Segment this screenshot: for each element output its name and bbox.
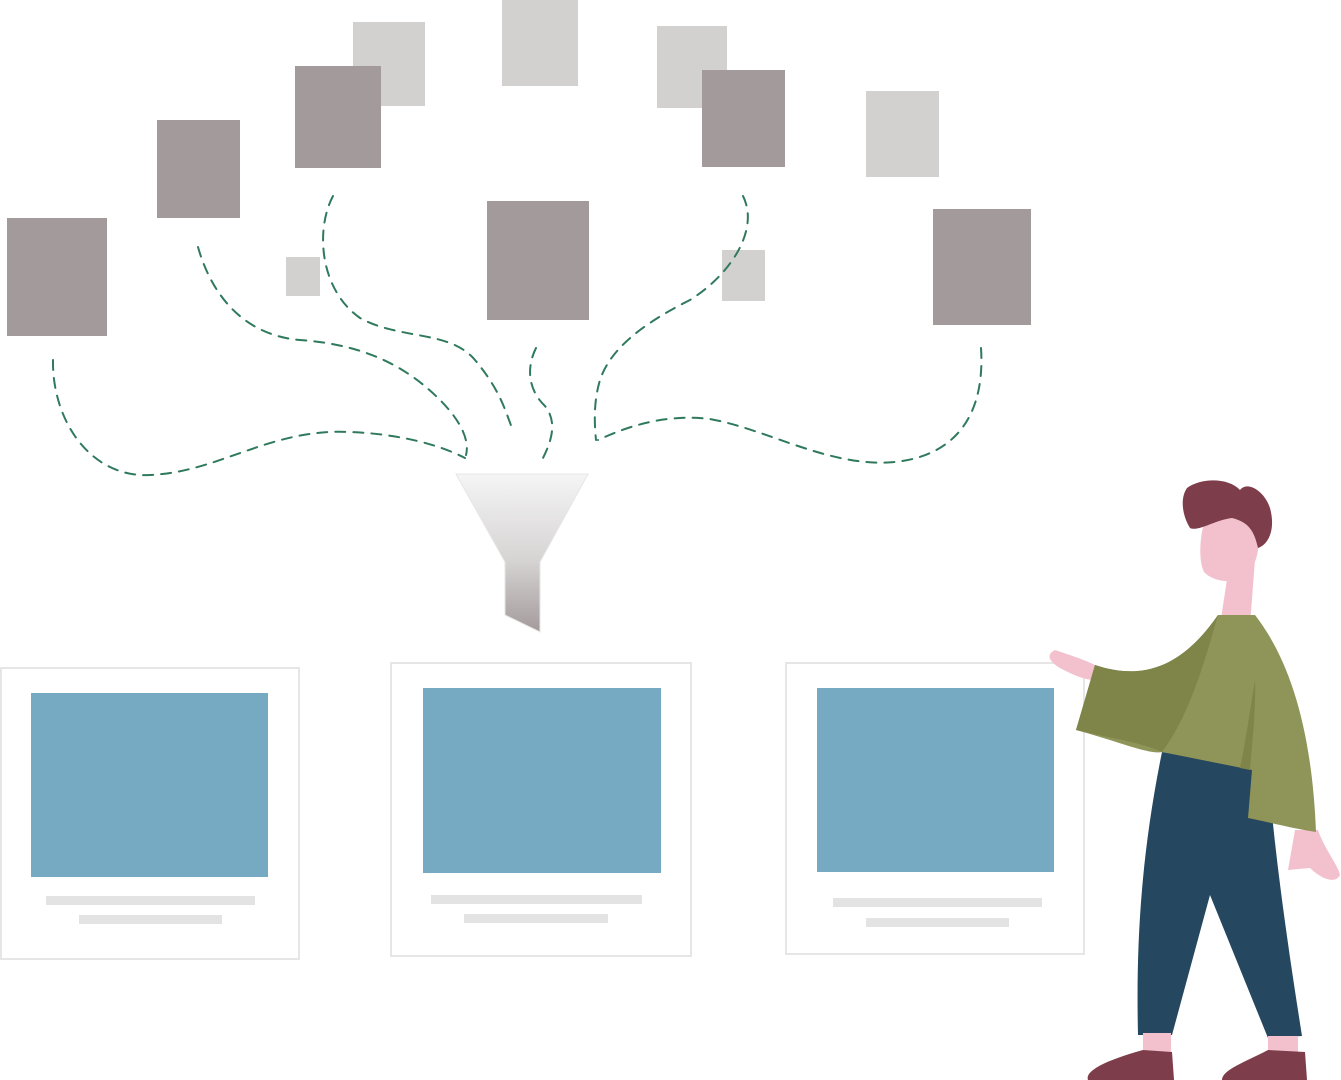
flow-line (197, 246, 468, 456)
flow-line (51, 359, 466, 477)
person-sweater (1076, 615, 1316, 832)
data-item-dark (295, 66, 381, 168)
person-hand-right (1288, 830, 1340, 880)
result-card-1 (0, 667, 300, 960)
result-card-2 (390, 662, 692, 957)
data-item-dark (933, 209, 1031, 325)
data-item-light (722, 250, 765, 301)
person-shoe-right (1222, 1050, 1307, 1080)
card-title-bar (431, 895, 642, 904)
result-card-3 (785, 662, 1085, 955)
person-ankle-left (1143, 1033, 1171, 1053)
data-item-light (866, 91, 939, 177)
card-image (31, 693, 268, 877)
card-subtitle-bar (866, 918, 1009, 927)
data-item-light (502, 0, 578, 86)
person-illustration (1049, 480, 1340, 1080)
person-face (1200, 509, 1259, 582)
card-image (817, 688, 1054, 872)
funnel-icon (455, 473, 589, 633)
card-image (423, 688, 661, 873)
card-title-bar (833, 898, 1042, 907)
card-subtitle-bar (464, 914, 608, 923)
card-subtitle-bar (79, 915, 222, 924)
flow-line (597, 347, 983, 464)
flow-line (322, 195, 513, 429)
person-hair (1182, 480, 1273, 548)
person-sweater-fold (1240, 680, 1256, 770)
person-ankle-right (1268, 1036, 1298, 1054)
flow-line (593, 195, 749, 441)
data-item-dark (7, 218, 107, 336)
flow-line (529, 347, 554, 463)
card-title-bar (46, 896, 255, 905)
person-hand-left (1049, 650, 1095, 680)
person-pants (1137, 752, 1302, 1038)
data-item-dark (702, 70, 785, 167)
person-sweater-shadow (1076, 615, 1218, 752)
person-shoe-left (1087, 1050, 1174, 1080)
data-item-dark (487, 201, 589, 320)
data-item-dark (157, 120, 240, 218)
data-item-light (286, 257, 320, 296)
data-items (7, 0, 1031, 336)
flow-lines (51, 195, 983, 477)
